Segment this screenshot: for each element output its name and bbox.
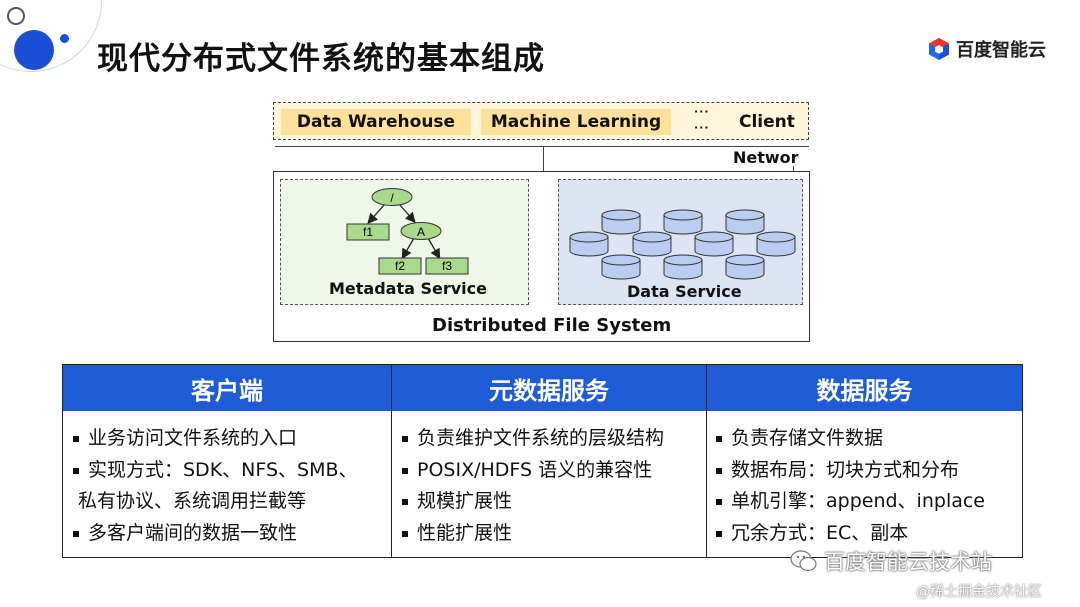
list-item-continuation: 私有协议、系统调用拦截等 [78, 490, 307, 512]
file-f3 [425, 257, 469, 275]
list-item: 单机引擎：append、inplace [715, 486, 985, 518]
decorative-dot-small [60, 34, 69, 43]
storage-disk [569, 231, 609, 257]
file-f1-label: f1 [363, 225, 373, 239]
storage-disk [663, 209, 703, 235]
tree-root-node [371, 188, 413, 206]
list-item: 负责维护文件系统的层级结构 [401, 423, 664, 455]
storage-disk [601, 209, 641, 235]
header-client: 客户端 [63, 365, 391, 411]
namespace-tree-diagram: / A f1 f2 f3 [346, 188, 469, 275]
slide-title: 现代分布式文件系统的基本组成 [97, 41, 545, 77]
header-data-service: 数据服务 [707, 365, 1022, 411]
data-service-box: Data Service [558, 179, 803, 305]
tree-root-label: / [390, 191, 394, 205]
network-label: Networ [733, 148, 799, 167]
data-service-list: 负责存储文件数据 数据布局：切块方式和分布 单机引擎：append、inplac… [715, 423, 985, 549]
column-divider [706, 365, 707, 557]
baidu-cloud-logo-icon [929, 38, 949, 60]
metadata-service-list: 负责维护文件系统的层级结构 POSIX/HDFS 语义的兼容性 规模扩展性 性能… [401, 423, 664, 549]
app-client: Client [739, 112, 795, 132]
file-f1 [346, 223, 390, 241]
app-data-warehouse: Data Warehouse [281, 109, 471, 135]
list-item: 负责存储文件数据 [715, 423, 985, 455]
list-item: 数据布局：切块方式和分布 [715, 455, 985, 487]
network-connector [543, 147, 544, 171]
storage-disk [663, 254, 703, 280]
tree-node-a-label: A [417, 225, 425, 239]
logo-text: 百度智能云 [956, 40, 1046, 61]
list-item: 规模扩展性 [401, 486, 664, 518]
list-item: POSIX/HDFS 语义的兼容性 [401, 455, 664, 487]
dfs-label: Distributed File System [432, 315, 672, 336]
file-f3-label: f3 [442, 259, 452, 273]
app-machine-learning: Machine Learning [481, 109, 671, 135]
header-metadata-service: 元数据服务 [392, 365, 706, 411]
metadata-service-box: / A f1 f2 f3 Metadata Service [280, 179, 529, 305]
network-line [275, 146, 809, 147]
client-list: 业务访问文件系统的入口 实现方式：SDK、NFS、SMB、 私有协议、系统调用拦… [72, 423, 358, 549]
watermark-sub: @稀土掘金技术社区 [916, 584, 1042, 600]
tree-node-a [400, 222, 442, 240]
storage-disk [756, 231, 796, 257]
list-item: 业务访问文件系统的入口 [72, 423, 358, 455]
file-f2-label: f2 [395, 259, 405, 273]
storage-disk [601, 254, 641, 280]
ellipsis-bottom: ··· [694, 121, 710, 134]
metadata-service-label: Metadata Service [329, 279, 487, 298]
file-f2 [378, 257, 422, 275]
storage-disk [725, 254, 765, 280]
data-service-label: Data Service [627, 282, 742, 301]
storage-disk [632, 231, 672, 257]
storage-disk [694, 231, 734, 257]
list-item: 实现方式：SDK、NFS、SMB、 [72, 455, 358, 487]
list-item: 多客户端间的数据一致性 [72, 518, 358, 550]
storage-disks-diagram [569, 209, 796, 280]
column-divider [391, 365, 392, 557]
baidu-cloud-logo: 百度智能云 [928, 36, 1046, 62]
list-item: 性能扩展性 [401, 518, 664, 550]
network-arrow [793, 166, 794, 174]
decorative-ring [7, 7, 25, 25]
wechat-icon [790, 550, 817, 572]
components-table: 客户端 元数据服务 数据服务 业务访问文件系统的入口 实现方式：SDK、NFS、… [62, 364, 1023, 558]
watermark-text: 百度智能云技术站 [824, 550, 992, 574]
decorative-dot-large [14, 30, 54, 70]
ellipsis-top: ··· [694, 105, 710, 118]
applications-bar: Data Warehouse Machine Learning ··· ··· … [273, 102, 809, 140]
watermark: 百度智能云技术站 [790, 546, 992, 576]
list-item: 冗余方式：EC、副本 [715, 518, 985, 550]
storage-disk [725, 209, 765, 235]
